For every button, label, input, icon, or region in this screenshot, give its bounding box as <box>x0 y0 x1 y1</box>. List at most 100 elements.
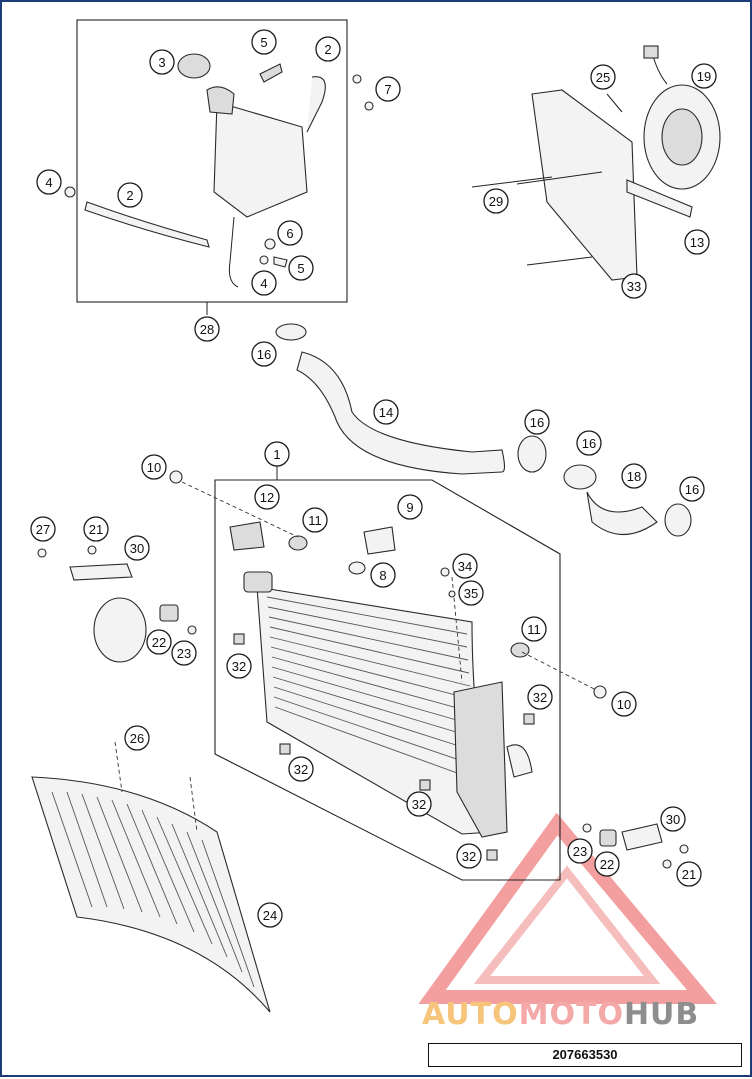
callout-16: 16 <box>679 476 705 502</box>
callout-32: 32 <box>406 791 432 817</box>
callout-number: 16 <box>685 482 699 497</box>
nut-23-right <box>582 823 592 833</box>
bracket-30-right <box>621 823 663 851</box>
callout-4: 4 <box>251 270 277 296</box>
screw-29b <box>516 171 603 185</box>
callout-number: 4 <box>45 175 52 190</box>
callout-16: 16 <box>524 409 550 435</box>
callout-1: 1 <box>264 441 290 467</box>
callout-circle <box>527 684 553 710</box>
callout-number: 32 <box>462 849 476 864</box>
callout-number: 28 <box>200 322 214 337</box>
radiator-outlet <box>506 744 533 778</box>
nut-21-left <box>87 545 97 555</box>
callout-2: 2 <box>315 36 341 62</box>
callout-circle <box>302 507 328 533</box>
callout-number: 18 <box>627 469 641 484</box>
fan-shroud <box>531 89 638 281</box>
callout-circle <box>149 49 175 75</box>
callout-28: 28 <box>194 316 220 342</box>
nut-34 <box>440 567 450 577</box>
callout-number: 19 <box>697 69 711 84</box>
temperature-sensor-9 <box>363 526 396 555</box>
callout-circle <box>288 756 314 782</box>
washer-6 <box>264 238 276 250</box>
callout-number: 1 <box>273 447 280 462</box>
assembly-line <box>189 776 198 833</box>
callout-23: 23 <box>567 838 593 864</box>
callout-10: 10 <box>141 454 167 480</box>
callout-number: 2 <box>324 42 331 57</box>
coolant-hoses <box>275 323 692 537</box>
radiator-cap-12 <box>229 521 265 551</box>
callout-34: 34 <box>452 553 478 579</box>
callout-number: 35 <box>464 586 478 601</box>
callout-circle <box>254 484 280 510</box>
assembly-line <box>114 741 123 793</box>
callout-number: 5 <box>297 261 304 276</box>
watermark-part-2: MOTO <box>518 997 624 1032</box>
clip-32c <box>279 743 291 755</box>
nut-21-right <box>679 844 689 854</box>
callout-number: 27 <box>36 522 50 537</box>
washer-35 <box>448 590 456 598</box>
screw-10b <box>593 685 607 699</box>
horn <box>93 597 147 663</box>
callout-33: 33 <box>621 273 647 299</box>
callout-circle <box>277 220 303 246</box>
hose-clamp-16a <box>275 323 307 341</box>
callout-number: 32 <box>232 659 246 674</box>
rubber-grommet-11a <box>288 535 308 551</box>
callout-number: 3 <box>158 55 165 70</box>
callout-26: 26 <box>124 725 150 751</box>
callout-number: 22 <box>600 857 614 872</box>
clip-32a <box>233 633 245 645</box>
hose-clamp-16c <box>563 464 597 490</box>
clip-32e <box>486 849 498 861</box>
callout-32: 32 <box>456 843 482 869</box>
callout-number: 7 <box>384 82 391 97</box>
sealing-ring-8 <box>348 561 366 575</box>
overflow-hose-lower <box>84 201 210 248</box>
callout-22: 22 <box>146 629 172 655</box>
callout-circle <box>567 838 593 864</box>
screw-7b <box>364 101 374 111</box>
callout-30: 30 <box>124 535 150 561</box>
callout-circle <box>288 255 314 281</box>
callout-4: 4 <box>36 169 62 195</box>
callout-circle <box>315 36 341 62</box>
callout-number: 14 <box>379 405 393 420</box>
callout-circle <box>691 63 717 89</box>
fan-bracket-13 <box>626 179 693 218</box>
callout-circle <box>30 516 56 542</box>
callout-circle <box>452 553 478 579</box>
hose-clamp-4b <box>259 255 269 265</box>
callout-25: 25 <box>590 64 616 90</box>
radiator-guard <box>31 741 271 1013</box>
callout-circle <box>524 409 550 435</box>
callout-circle <box>370 562 396 588</box>
callout-number: 25 <box>596 70 610 85</box>
callout-circle <box>194 316 220 342</box>
callout-circle <box>375 76 401 102</box>
expansion-tank <box>213 101 308 218</box>
expansion-tank-group <box>64 19 374 315</box>
callout-number: 5 <box>260 35 267 50</box>
callout-5: 5 <box>288 255 314 281</box>
screw-21-right <box>662 859 672 869</box>
callout-29: 29 <box>483 188 509 214</box>
callout-circle <box>83 516 109 542</box>
callout-number: 23 <box>177 646 191 661</box>
drawing-number-box: 207663530 <box>428 1043 742 1067</box>
callout-11: 11 <box>302 507 328 533</box>
callout-circle <box>141 454 167 480</box>
callout-number: 11 <box>527 622 541 637</box>
tank-cap <box>177 53 211 79</box>
screw-29a <box>471 176 553 188</box>
callout-number: 21 <box>89 522 103 537</box>
clip-32d <box>419 779 431 791</box>
callout-circle <box>226 653 252 679</box>
callout-22: 22 <box>594 851 620 877</box>
rubber-buffer-22-left <box>159 604 179 622</box>
callout-circle <box>406 791 432 817</box>
